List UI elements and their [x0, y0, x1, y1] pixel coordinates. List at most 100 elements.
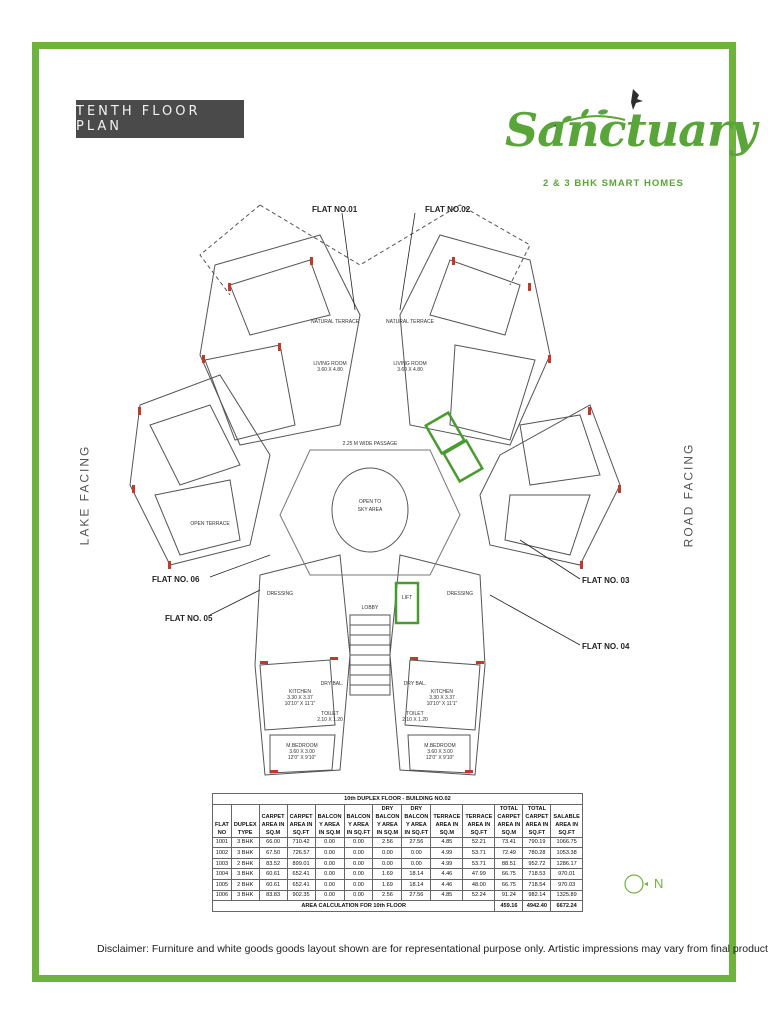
- brand-tagline: 2 & 3 BHK SMART HOMES: [543, 178, 684, 189]
- table-cell: 2.56: [372, 836, 403, 849]
- table-cell: 710.42: [286, 836, 316, 849]
- table-header-cell: SALABLE: [550, 812, 583, 821]
- table-footer-label: AREA CALCULATION FOR 10th FLOOR: [211, 900, 496, 912]
- table-cell: 0.00: [343, 857, 374, 870]
- table-header-cell: BALCON: [401, 812, 432, 821]
- table-cell: 970.01: [550, 868, 583, 880]
- kitchen-right-dims-ft: 10'10" X 11'1": [427, 701, 458, 707]
- table-header-cell: [343, 803, 374, 813]
- north-arrow-icon: N: [624, 874, 663, 894]
- table-cell: 1001: [212, 836, 232, 849]
- table-cell: 1286.17: [550, 857, 583, 870]
- lake-facing-label: LAKE FACING: [77, 444, 92, 546]
- table-header-cell: BALCON: [314, 812, 345, 821]
- kitchen-right-dims: 3.30 X 3.37: [429, 695, 455, 701]
- table-header-cell: SQ.M: [430, 828, 464, 838]
- table-header-cell: AREA IN: [286, 820, 316, 829]
- table-cell: 1.69: [372, 878, 403, 891]
- table-cell: 0.00: [314, 889, 345, 902]
- table-title-row: 10th DUPLEX FLOOR - BUILDING NO.02: [212, 793, 583, 805]
- table-cell: 3 BHK: [230, 847, 260, 859]
- table-cell: 0.00: [314, 836, 345, 849]
- table-cell: 899.01: [286, 857, 316, 870]
- table-cell: 1066.75: [550, 836, 583, 849]
- table-cell: 0.00: [343, 847, 374, 859]
- table-cell: 66.00: [258, 836, 288, 849]
- table-header-cell: CARPET: [494, 812, 524, 821]
- table-header-cell: CARPET: [258, 812, 288, 821]
- table-cell: 83.83: [258, 889, 288, 902]
- living-room-right-dims: 3.60 X 4.80: [397, 367, 423, 373]
- toilet-left-label: TOILET: [321, 711, 338, 717]
- table-header-cell: SQ.FT: [462, 828, 496, 838]
- table-header-cell: NO: [212, 828, 232, 838]
- table-cell: 726.57: [286, 847, 316, 859]
- table-cell: 48.00: [462, 878, 496, 891]
- table-cell: 0.00: [401, 847, 432, 859]
- table-header-cell: TYPE: [230, 828, 260, 838]
- flat-05-callout: FLAT NO. 05: [165, 614, 213, 623]
- table-cell: 652.41: [286, 878, 316, 891]
- table-cell: 0.00: [401, 857, 432, 870]
- kitchen-right-label: KITCHEN: [431, 689, 453, 695]
- table-header-cell: [314, 803, 345, 813]
- dressing-left-label: DRESSING: [267, 591, 293, 597]
- table-header-cell: DRY: [401, 803, 432, 813]
- table-cell: 2 BHK: [230, 878, 260, 891]
- toilet-left-dims: 2.10 X 1.20: [317, 717, 343, 723]
- table-header-cell: [230, 812, 260, 821]
- table-cell: 3 BHK: [230, 836, 260, 849]
- table-cell: 18.14: [401, 878, 432, 891]
- table-cell: 4.99: [430, 857, 464, 870]
- bedroom-left-label: M.BEDROOM: [286, 743, 317, 749]
- floor-plan-drawing: OPEN TO SKY AREA 2.25 M WIDE PASSAGE LIF…: [129, 204, 621, 776]
- dry-bal-left-label: DRY BAL.: [321, 681, 344, 687]
- table-cell: 0.00: [343, 868, 374, 880]
- table-cell: 0.00: [343, 889, 374, 902]
- table-cell: 47.99: [462, 868, 496, 880]
- table-cell: 27.56: [401, 836, 432, 849]
- table-cell: 2.56: [372, 889, 403, 902]
- table-header-cell: [212, 812, 232, 821]
- flat-06-callout: FLAT NO. 06: [152, 575, 200, 584]
- dry-bal-right-label: DRY BAL.: [404, 681, 427, 687]
- terrace-right-label: NATURAL TERRACE: [386, 319, 435, 325]
- north-label: N: [654, 876, 663, 891]
- table-cell: 60.61: [258, 878, 288, 891]
- table-header-cell: AREA IN: [550, 820, 583, 829]
- table-cell: 1004: [212, 868, 232, 880]
- table-cell: 1.69: [372, 868, 403, 880]
- kitchen-left-label: KITCHEN: [289, 689, 311, 695]
- open-terrace-label: OPEN TERRACE: [190, 521, 230, 527]
- table-cell: 0.00: [314, 868, 345, 880]
- toilet-right-label: TOILET: [406, 711, 423, 717]
- bird-on-branch-icon: [544, 89, 643, 131]
- table-cell: 2 BHK: [230, 857, 260, 870]
- table-header-cell: AREA IN: [430, 820, 464, 829]
- table-cell: 0.00: [314, 878, 345, 891]
- table-cell: 902.35: [286, 889, 316, 902]
- table-cell: 1325.89: [550, 889, 583, 902]
- table-cell: 780.28: [522, 847, 552, 859]
- table-cell: 18.14: [401, 868, 432, 880]
- table-header-cell: [462, 803, 496, 813]
- table-cell: 1005: [212, 878, 232, 891]
- table-cell: 982.14: [522, 889, 552, 902]
- table-footer-value: 4942.40: [522, 900, 552, 912]
- table-footer-value: 6672.24: [550, 900, 583, 912]
- table-cell: 4.46: [430, 878, 464, 891]
- table-header-cell: Y AREA: [372, 820, 403, 829]
- bedroom-right-dims: 3.60 X 3.00: [427, 749, 453, 755]
- lobby-label: LOBBY: [362, 605, 379, 611]
- table-header-cell: [212, 803, 232, 813]
- table-cell: 0.00: [372, 857, 403, 870]
- table-header-cell: TERRACE: [430, 812, 464, 821]
- table-header-cell: AREA IN: [494, 820, 524, 829]
